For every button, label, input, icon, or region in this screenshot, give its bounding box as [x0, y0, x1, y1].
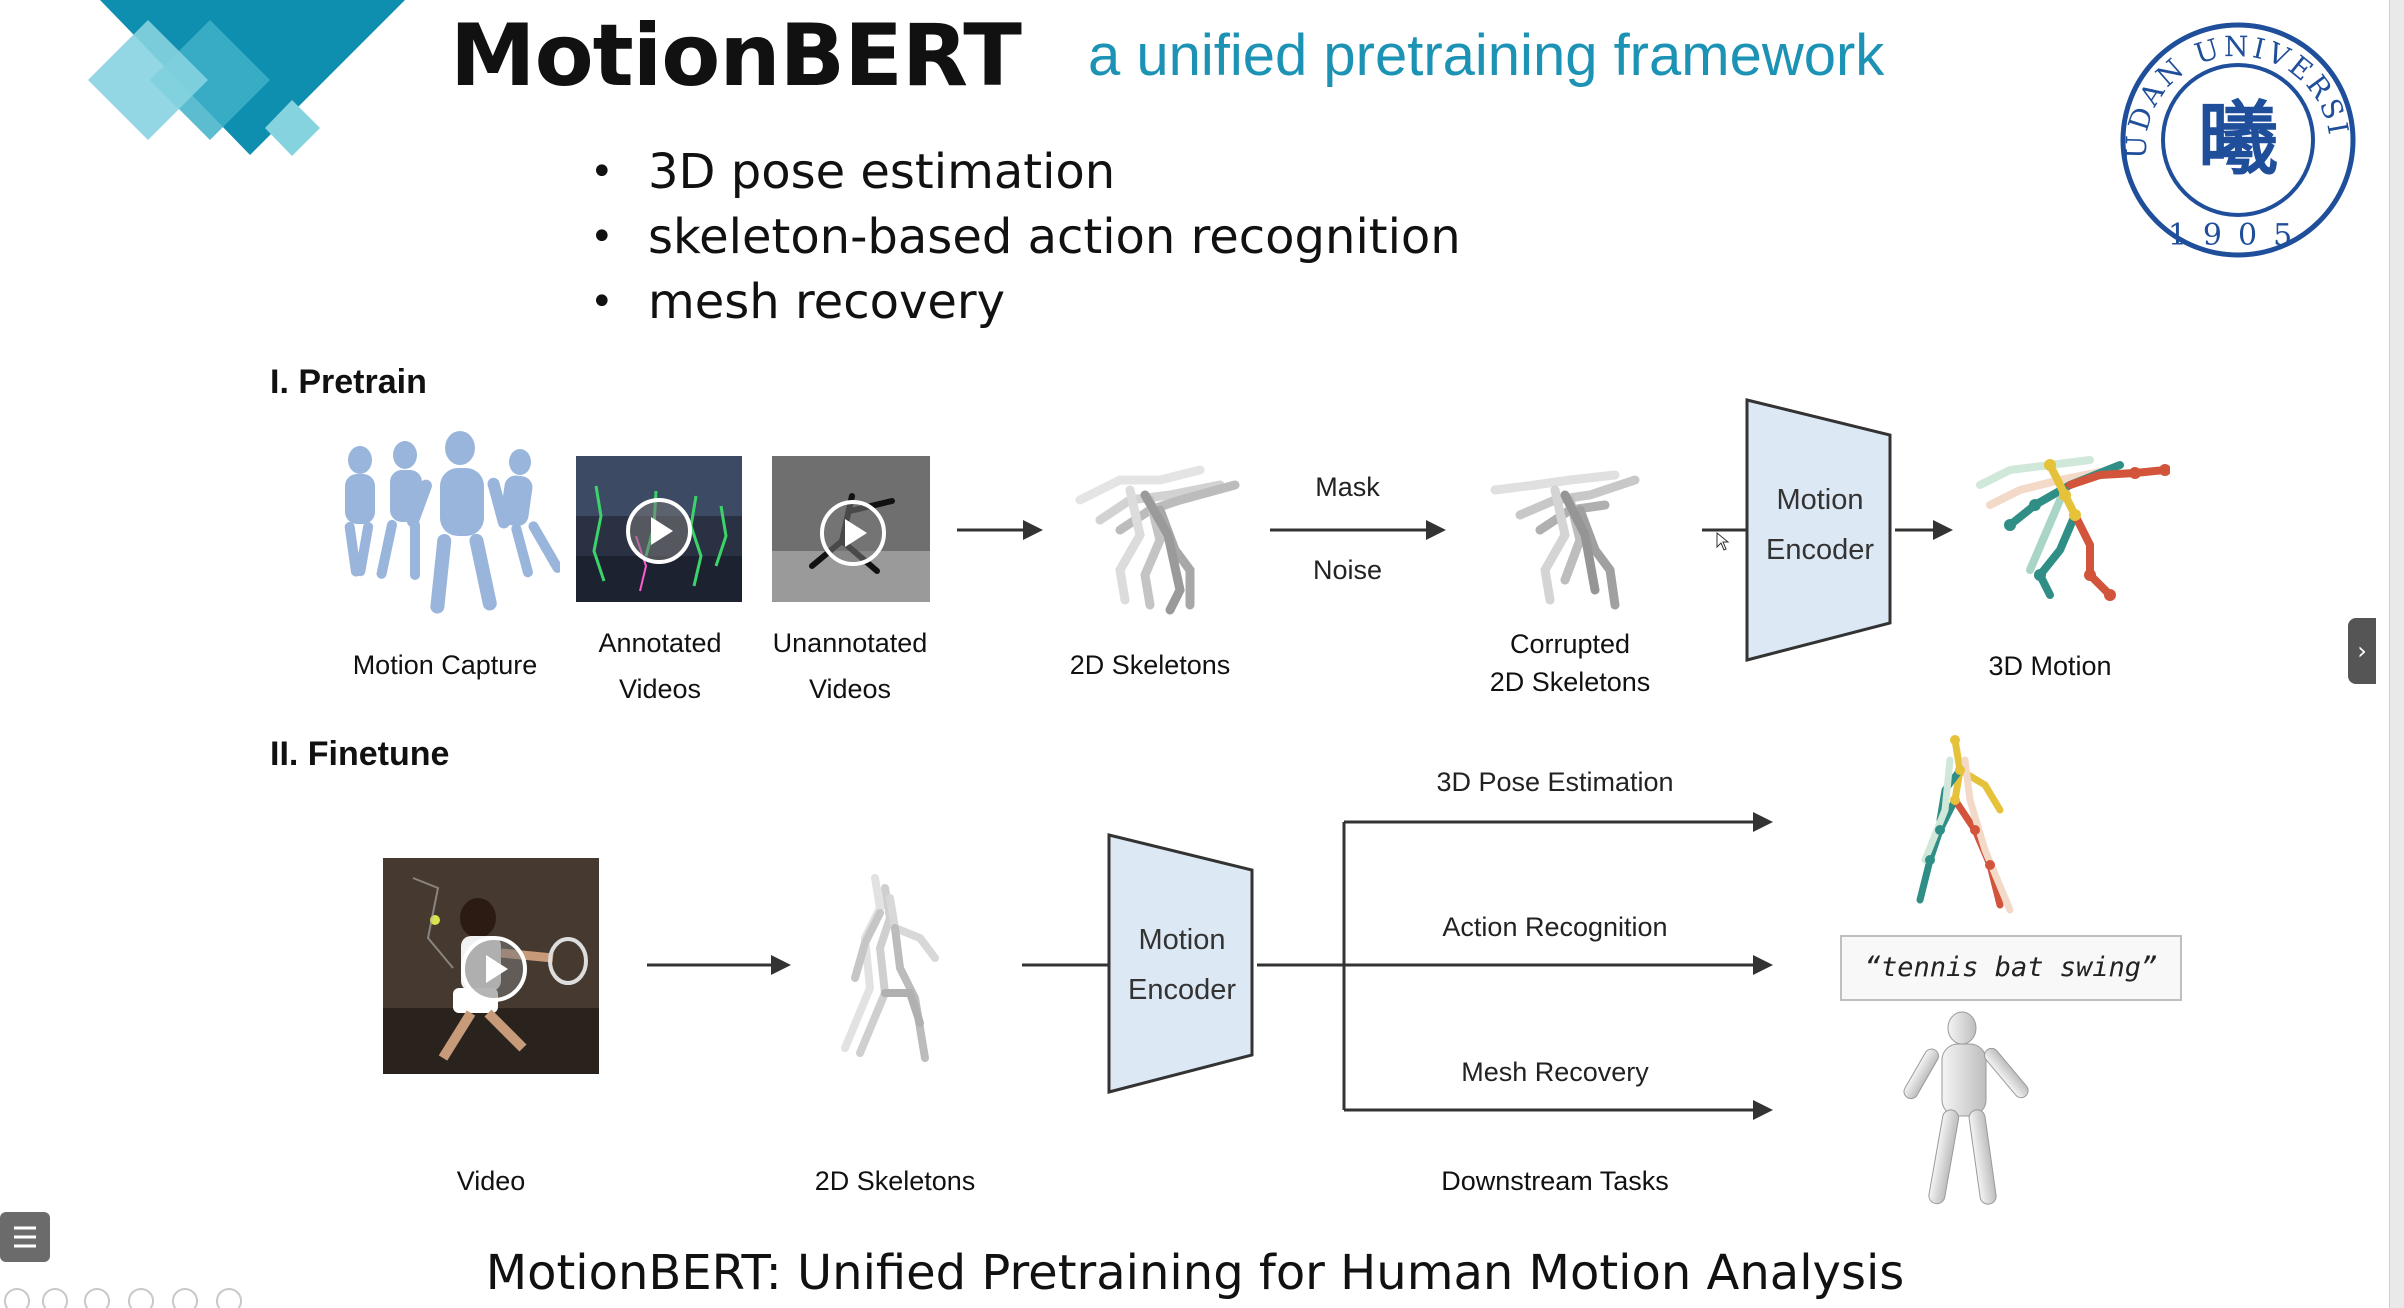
next-slide-icon[interactable]	[42, 1288, 68, 1308]
svg-text:曦: 曦	[2198, 92, 2278, 186]
arrow-line-into-encoder	[1702, 528, 1748, 532]
finetune-heading: II. Finetune	[270, 735, 450, 773]
motion-3d-label: 3D Motion	[1988, 651, 2112, 681]
slide-title: MotionBERT	[450, 6, 1022, 106]
task-pose-label: 3D Pose Estimation	[1436, 767, 1674, 797]
vertical-scrollbar[interactable]	[2389, 0, 2404, 1308]
zoom-icon[interactable]	[172, 1288, 198, 1308]
pointer-tool-icon[interactable]	[128, 1288, 154, 1308]
pretrain-heading: I. Pretrain	[270, 363, 427, 401]
slide-subtitle: a unified pretraining framework	[1088, 23, 1885, 88]
mouse-cursor-icon	[1716, 532, 1730, 551]
skeletons-2d-label: 2D Skeletons	[814, 1166, 976, 1196]
task-branch-arrows	[1257, 812, 1773, 1120]
outline-menu-button[interactable]	[0, 1212, 50, 1262]
arrow-icon	[1895, 520, 1953, 540]
pose-3d-output-figure	[1916, 735, 2014, 914]
play-icon[interactable]	[626, 498, 692, 564]
downstream-tasks-label: Downstream Tasks	[1441, 1166, 1669, 1196]
unannotated-video-thumbnail[interactable]	[772, 456, 930, 602]
mesh-output-figure	[1903, 1011, 2029, 1205]
more-options-icon[interactable]	[216, 1288, 242, 1308]
motion-capture-figures	[344, 431, 560, 614]
prev-slide-icon[interactable]	[4, 1288, 30, 1308]
side-panel-toggle[interactable]: ›	[2348, 618, 2376, 684]
skeleton-2d-figure	[1075, 465, 1240, 615]
mask-label: Mask	[1315, 472, 1380, 502]
arrow-icon	[957, 520, 1043, 540]
play-icon[interactable]	[820, 500, 886, 566]
bullet-item: mesh recovery	[590, 270, 1461, 335]
slide-footer-caption: MotionBERT: Unified Pretraining for Huma…	[485, 1245, 1905, 1301]
bullet-item: skeleton-based action recognition	[590, 205, 1461, 270]
play-icon[interactable]	[461, 936, 527, 1002]
task-action-label: Action Recognition	[1442, 912, 1668, 942]
bullet-item: 3D pose estimation	[590, 140, 1461, 205]
noise-label: Noise	[1312, 555, 1383, 585]
task-mesh-label: Mesh Recovery	[1461, 1057, 1649, 1087]
motion-capture-label: Motion Capture	[352, 650, 538, 680]
arrow-line-into-encoder	[1022, 963, 1110, 967]
list-icon	[14, 1226, 36, 1248]
tennis-video-thumbnail[interactable]	[383, 858, 599, 1074]
finetune-motion-encoder	[1107, 833, 1254, 1094]
skeleton-2d-figure	[841, 874, 939, 1062]
pen-tool-icon[interactable]	[84, 1288, 110, 1308]
bullet-list: 3D pose estimation skeleton-based action…	[590, 140, 1461, 335]
pretrain-motion-encoder	[1745, 398, 1892, 662]
fudan-university-logo: FUDAN UNIVERSITY 1905 曦	[2118, 20, 2356, 258]
video-label: Video	[456, 1166, 526, 1196]
decorative-diamonds	[88, 0, 405, 156]
corrupted-skeleton-figure	[1490, 470, 1640, 610]
skeletons-2d-label: 2D Skeletons	[1069, 650, 1231, 680]
svg-text:1905: 1905	[2168, 218, 2308, 253]
annotated-video-thumbnail[interactable]	[576, 456, 742, 602]
mask-noise-arrow	[1270, 520, 1446, 540]
motion-3d-figure	[1976, 456, 2170, 601]
arrow-icon	[647, 955, 791, 975]
action-recognition-output: “tennis bat swing”	[1840, 935, 2182, 1001]
